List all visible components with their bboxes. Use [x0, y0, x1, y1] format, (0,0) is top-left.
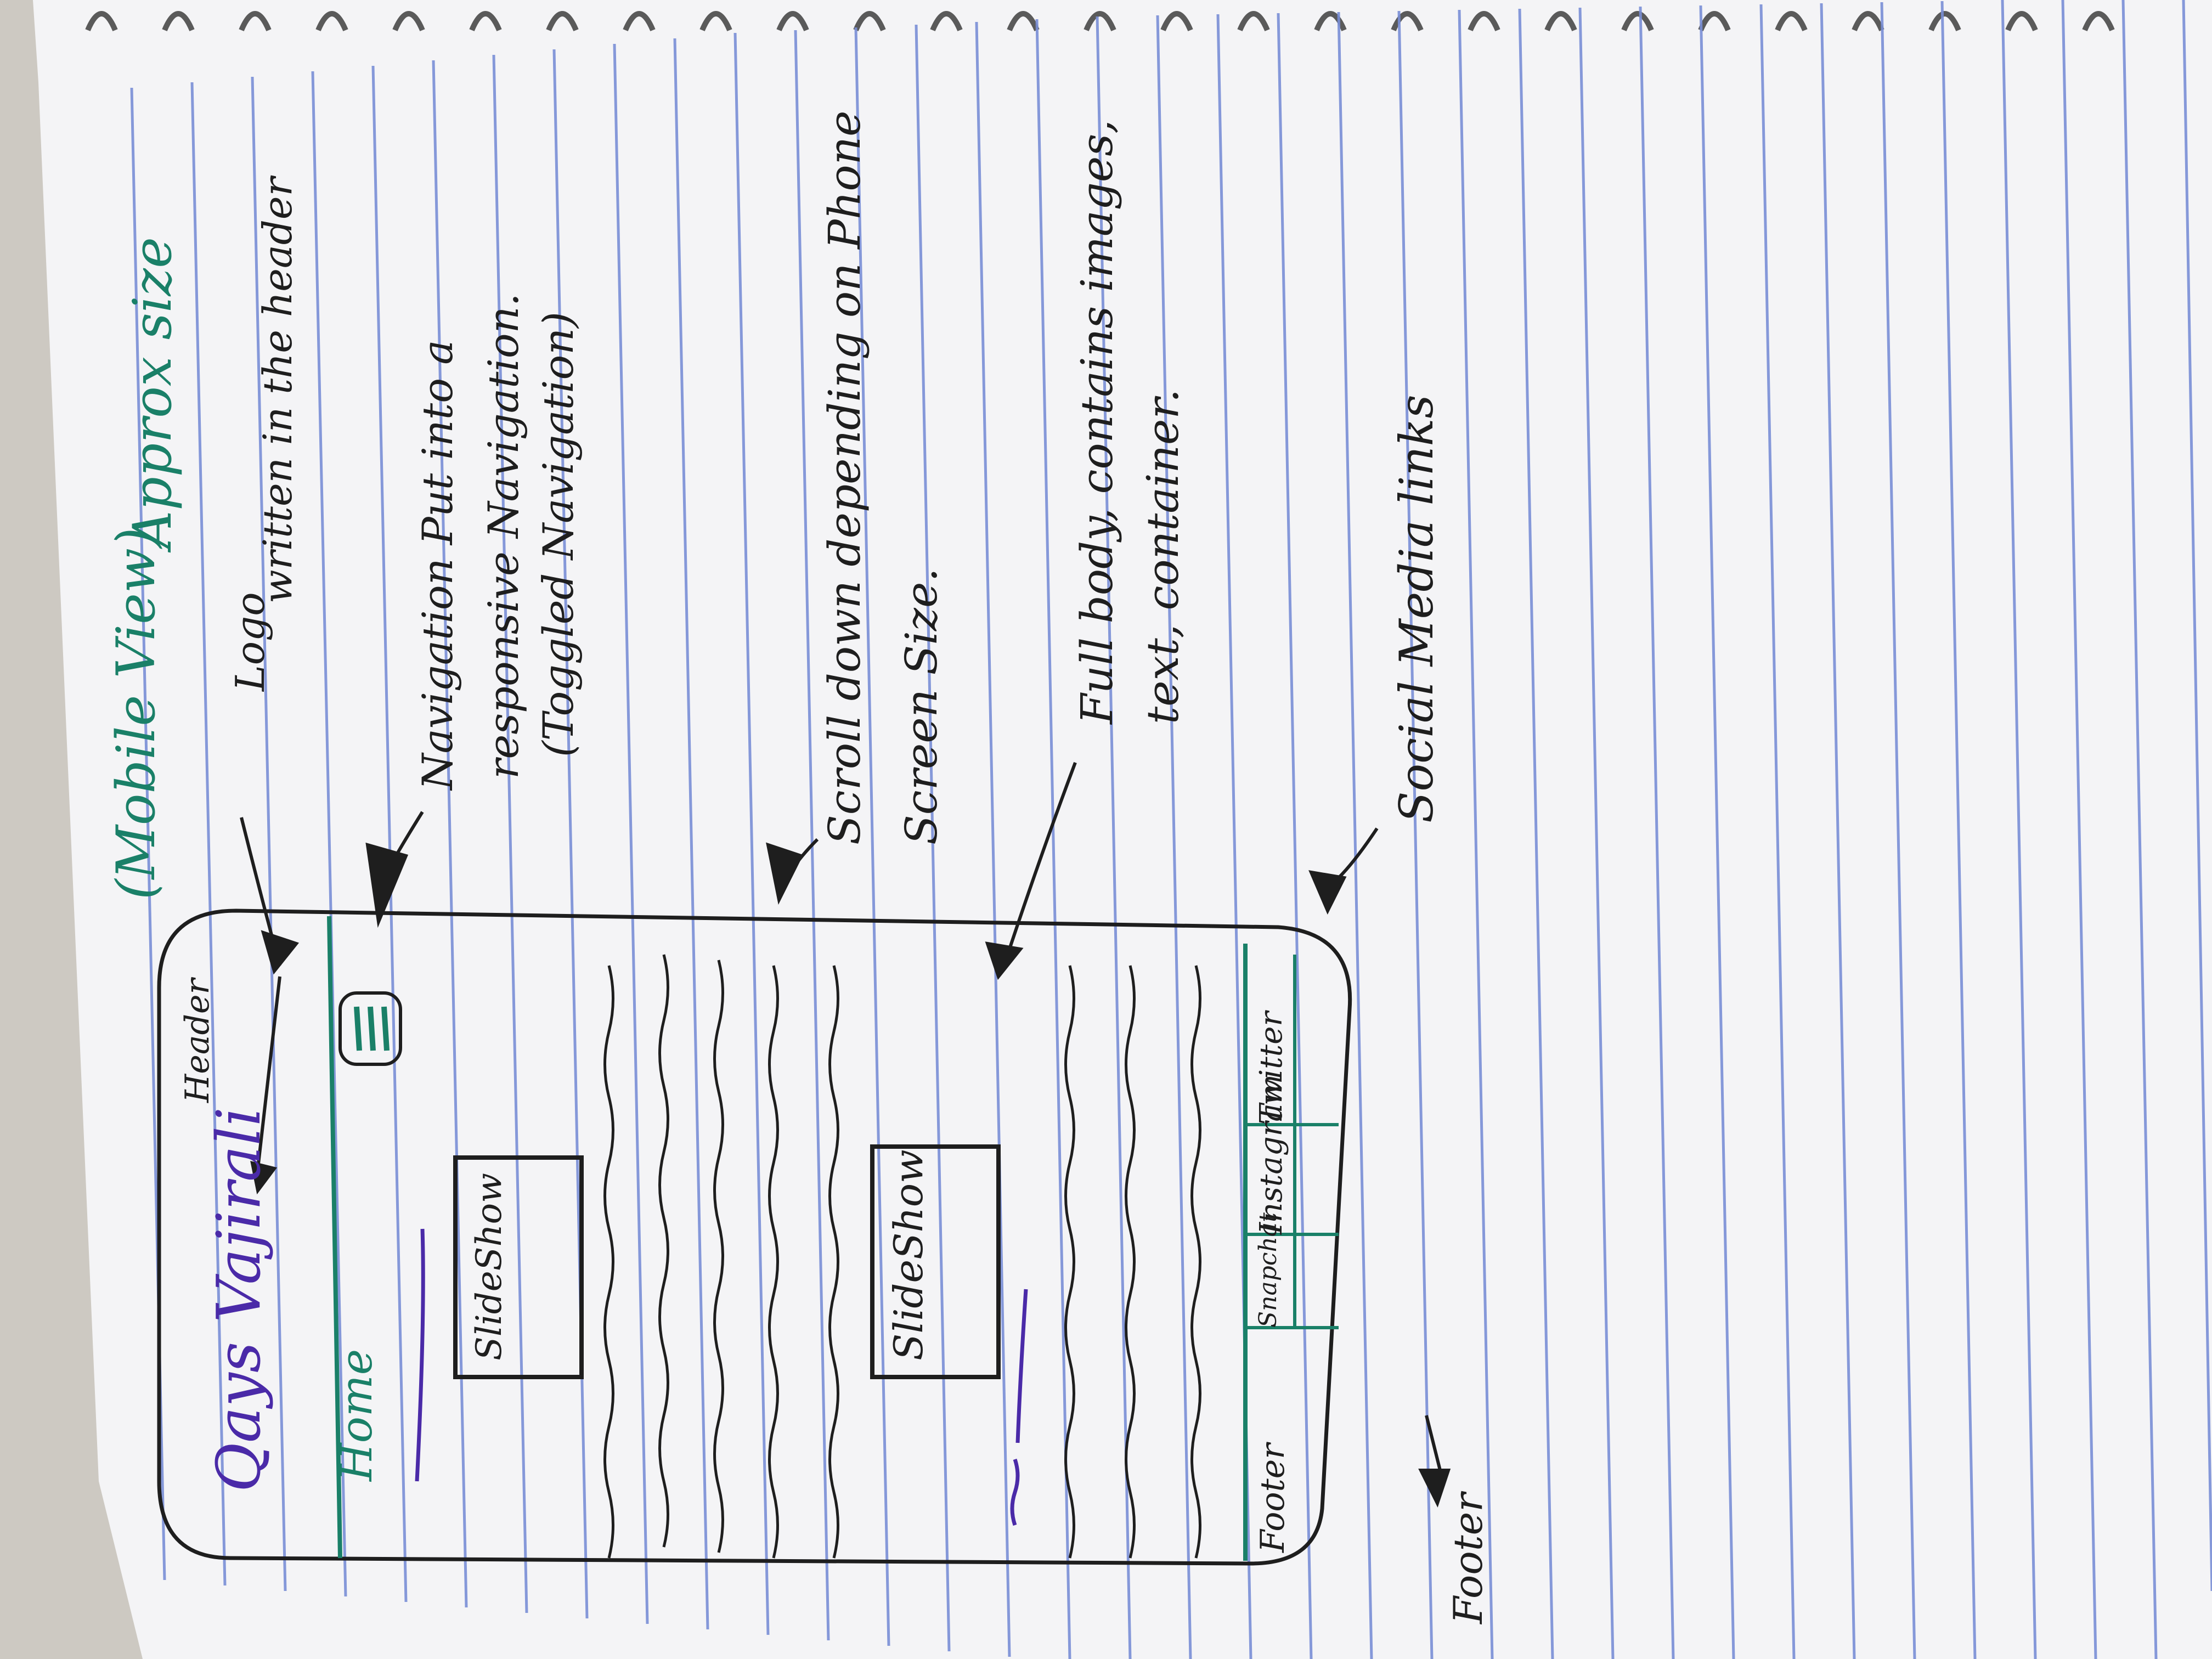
- logo-text: Qays Vajirali: [204, 1107, 274, 1492]
- annotation-scroll-line1: Scroll down depending on Phone: [819, 110, 870, 845]
- annotation-navigation-line3: (Toggled Navigation): [534, 312, 583, 757]
- header-label: Header: [178, 978, 217, 1103]
- nav-item-home: Home: [331, 1348, 382, 1481]
- spiral-binding: [85, 11, 2115, 31]
- annotation-body-line2: text, container.: [1137, 388, 1188, 724]
- social-link-twitter: Twitter: [1254, 1011, 1289, 1125]
- annotation-logo-line1: Logo: [227, 592, 273, 691]
- annotation-navigation-line2: responsive Navigation.: [479, 293, 528, 779]
- page-title-note: Approx size: [122, 237, 183, 549]
- header-divider: [327, 916, 342, 1559]
- annotation-footer: Footer: [1445, 1493, 1491, 1624]
- slideshow-2-label: SlideShow: [885, 1149, 932, 1361]
- footer-label-inner: Footer: [1254, 1443, 1292, 1553]
- slideshow-1-label: SlideShow: [469, 1173, 510, 1361]
- annotation-arrows: [240, 761, 1451, 1508]
- hamburger-menu-icon: [338, 991, 402, 1066]
- slideshow-box-2: [870, 1144, 1001, 1379]
- annotation-social: Social Media links: [1390, 394, 1443, 823]
- annotation-scroll-line2: Screen Size.: [896, 568, 947, 845]
- annotation-logo-line2: written in the header: [255, 177, 301, 603]
- slideshow-box-1: [453, 1155, 584, 1379]
- page-title: (Mobile View): [105, 527, 167, 900]
- body-text-lines: [603, 954, 1201, 1559]
- annotation-navigation-line1: Navigation Put into a: [413, 340, 462, 790]
- annotation-body-line1: Full body, contains images,: [1071, 120, 1122, 724]
- phone-frame: [157, 909, 1352, 1566]
